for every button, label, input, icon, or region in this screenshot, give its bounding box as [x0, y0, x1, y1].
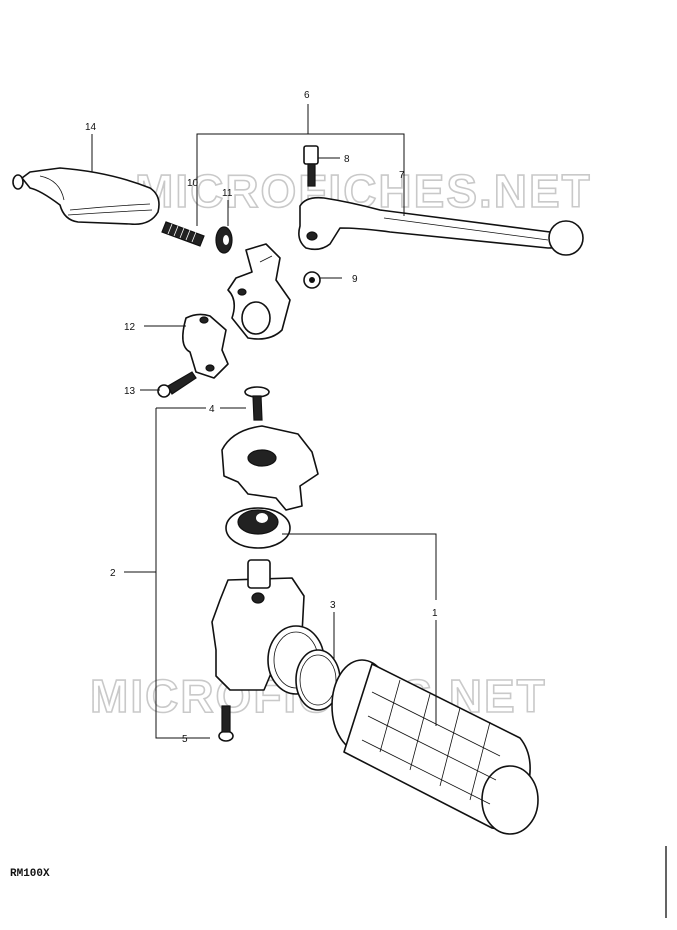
- switch-rotor: [225, 507, 291, 549]
- pivot-bolt-part-8: [303, 145, 319, 187]
- callout-5: 5: [182, 734, 188, 745]
- callout-11: 11: [222, 188, 233, 199]
- callout-4: 4: [209, 404, 215, 415]
- callout-12: 12: [124, 322, 136, 333]
- callouts: 1 2 3 4 5 6 7 8 9 10 11 12 13 14: [85, 90, 438, 745]
- callout-14: 14: [85, 122, 97, 133]
- throttle-grip-part-1: [331, 659, 539, 835]
- screw-part-4: [244, 386, 270, 421]
- callout-3: 3: [330, 600, 336, 611]
- switch-housing-upper: [221, 425, 319, 511]
- clutch-lever-part-7: [298, 196, 584, 256]
- callout-1: 1: [432, 608, 438, 619]
- lever-cover-part-14: [12, 167, 160, 226]
- screw-part-5: [218, 705, 234, 742]
- callout-7: 7: [399, 170, 405, 181]
- leader-lines: [91, 104, 437, 739]
- lever-bracket: [227, 243, 291, 340]
- lock-nut-part-11: [215, 226, 233, 254]
- screw-part-13: [157, 371, 197, 398]
- callout-13: 13: [124, 386, 136, 397]
- callout-6: 6: [304, 90, 310, 101]
- callout-2: 2: [110, 568, 116, 579]
- adjuster-bolt-part-10: [161, 221, 205, 247]
- o-ring-part-3: [295, 649, 341, 711]
- model-label: RM100X: [10, 868, 50, 880]
- callout-8: 8: [344, 154, 350, 165]
- callout-9: 9: [352, 274, 358, 285]
- nut-part-9: [303, 271, 321, 289]
- callout-10: 10: [187, 178, 199, 189]
- clamp-part-12: [182, 313, 229, 379]
- switch-housing-lower: [211, 559, 325, 695]
